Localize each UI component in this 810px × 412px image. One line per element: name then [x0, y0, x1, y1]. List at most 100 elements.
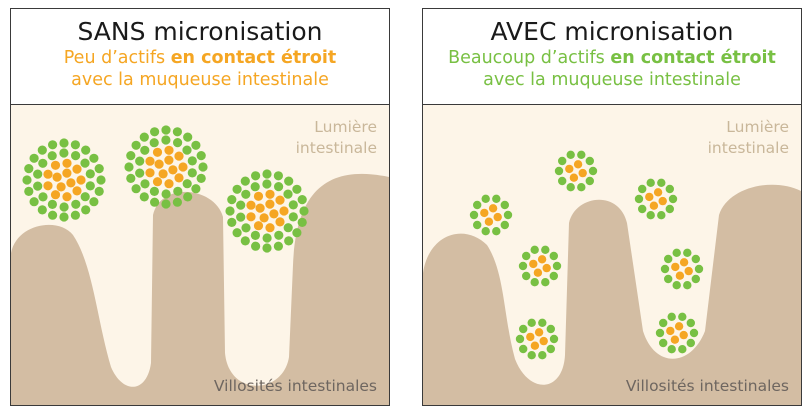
active-particle: [168, 165, 177, 174]
active-particle: [538, 255, 546, 263]
shell-particle: [289, 200, 298, 209]
shell-particle: [241, 236, 250, 245]
shell-particle: [161, 125, 170, 134]
shell-particle: [173, 198, 182, 207]
shell-particle: [531, 278, 539, 286]
active-particle: [43, 181, 52, 190]
shell-particle: [233, 185, 242, 194]
shell-particle: [299, 206, 308, 215]
active-particle: [53, 173, 62, 182]
shell-particle: [284, 236, 293, 245]
shell-particle: [666, 185, 674, 193]
active-particle: [254, 221, 263, 230]
shell-particle: [555, 167, 563, 175]
shell-particle: [522, 272, 530, 280]
shell-particle: [274, 242, 283, 251]
shell-particle: [567, 183, 575, 191]
shell-particle: [492, 195, 500, 203]
shell-particle: [183, 192, 192, 201]
panel-without-micronisation: SANS micronisation Peu d’actifs en conta…: [10, 8, 390, 406]
shell-particle: [48, 211, 57, 220]
shell-particle: [38, 192, 47, 201]
active-particle: [72, 186, 81, 195]
shell-particle: [283, 190, 292, 199]
shell-particle: [183, 133, 192, 142]
shell-particle: [289, 212, 298, 221]
active-particle: [535, 328, 543, 336]
active-particle: [685, 267, 693, 275]
shell-particle: [683, 281, 691, 289]
shell-particle: [140, 179, 149, 188]
active-particle: [540, 337, 548, 345]
active-particle: [659, 197, 667, 205]
active-particle: [671, 336, 679, 344]
panel-subtitle: Beaucoup d’actifs en contact étroit: [423, 47, 801, 69]
shell-particle: [669, 195, 677, 203]
shell-particle: [262, 243, 271, 252]
active-particle: [531, 342, 539, 350]
villi-label: Villosités intestinales: [214, 377, 377, 395]
shell-particle: [528, 319, 536, 327]
panel-header: AVEC micronisation Beaucoup d’actifs en …: [423, 9, 801, 105]
shell-particle: [38, 146, 47, 155]
shell-particle: [161, 199, 170, 208]
shell-particle: [661, 265, 669, 273]
shell-particle: [262, 169, 271, 178]
active-particle: [153, 177, 162, 186]
shell-particle: [33, 170, 42, 179]
shell-particle: [550, 252, 558, 260]
shell-particle: [132, 141, 141, 150]
active-particle: [534, 269, 542, 277]
active-particle: [254, 192, 263, 201]
shell-particle: [664, 255, 672, 263]
shell-particle: [30, 154, 39, 163]
small-particle-cluster: [661, 249, 703, 290]
shell-particle: [71, 151, 80, 160]
active-particle: [275, 217, 284, 226]
shell-particle: [470, 211, 478, 219]
active-particle: [155, 160, 164, 169]
panel-subtitle: Peu d’actifs en contact étroit: [11, 47, 389, 69]
shell-particle: [150, 187, 159, 196]
shell-particle: [519, 262, 527, 270]
shell-particle: [298, 218, 307, 227]
active-particle: [485, 218, 493, 226]
shell-particle: [473, 201, 481, 209]
active-particle: [246, 201, 255, 210]
shell-particle: [558, 177, 566, 185]
shell-particle: [173, 187, 182, 196]
shell-particle: [528, 351, 536, 359]
shell-particle: [284, 177, 293, 186]
shell-particle: [227, 218, 236, 227]
shell-particle: [687, 339, 695, 347]
active-particle: [579, 169, 587, 177]
active-particle: [574, 160, 582, 168]
active-particle: [645, 193, 653, 201]
shell-particle: [664, 275, 672, 283]
large-particle-cluster: [22, 138, 105, 221]
small-particle-cluster: [519, 246, 561, 287]
shell-particle: [161, 135, 170, 144]
shell-particle: [473, 221, 481, 229]
small-particle-cluster: [635, 179, 677, 220]
shell-particle: [538, 351, 546, 359]
shell-particle: [191, 141, 200, 150]
active-particle: [145, 157, 154, 166]
active-particle: [666, 327, 674, 335]
shell-particle: [251, 182, 260, 191]
shell-particle: [547, 345, 555, 353]
active-particle: [279, 206, 288, 215]
shell-particle: [81, 205, 90, 214]
active-particle: [269, 209, 278, 218]
shell-particle: [38, 159, 47, 168]
subtitle-emphasis: en contact étroit: [171, 48, 337, 68]
shell-particle: [236, 201, 245, 210]
shell-particle: [96, 175, 105, 184]
shell-particle: [188, 156, 197, 165]
shell-particle: [135, 157, 144, 166]
shell-particle: [263, 233, 272, 242]
active-particle: [529, 260, 537, 268]
shell-particle: [635, 195, 643, 203]
shell-particle: [22, 175, 31, 184]
shell-particle: [292, 228, 301, 237]
